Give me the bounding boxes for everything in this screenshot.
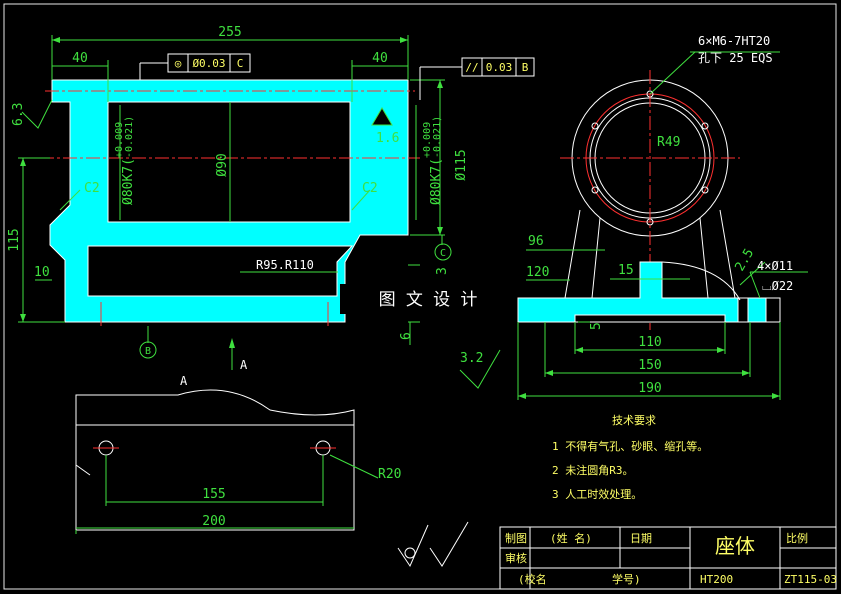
side-roughness-value: 3.2 — [460, 351, 483, 366]
dim-height: 115 — [7, 228, 22, 251]
dim-110: 110 — [638, 335, 661, 350]
base-relief — [574, 314, 726, 323]
dim-3: 3 — [435, 267, 450, 275]
tb-student-no: 学号) — [612, 572, 641, 586]
thread-note: 6×M6-7HT20 — [698, 34, 770, 48]
tb-drawn: 制图 — [505, 532, 527, 545]
dim-96: 96 — [528, 234, 544, 249]
note-1: 1 不得有气孔、砂眼、缩孔等。 — [552, 439, 708, 453]
bore-right-label: Ø80K7( — [429, 158, 444, 205]
parallelism-value: 0.03 — [486, 61, 513, 74]
datum-c-letter: C — [440, 248, 446, 259]
tb-drawing-no: ZT115-03 — [784, 573, 837, 586]
view-a-outline — [75, 389, 355, 531]
title-block — [499, 526, 837, 590]
thread-note-depth: 孔下 25 EQS — [698, 51, 773, 65]
roughness-general — [397, 521, 469, 568]
roughness-symbol-inner — [371, 107, 393, 126]
datum-b-circle — [139, 341, 157, 359]
tb-name: (姓 名) — [550, 531, 592, 545]
watermark-box — [340, 284, 515, 314]
notes-title: 技术要求 — [612, 414, 656, 427]
dim-right-offset: 40 — [372, 51, 388, 66]
chamfer-left: C2 — [84, 181, 100, 196]
dim-inner-diameter: Ø90 — [215, 153, 230, 176]
sheet-border — [3, 3, 837, 590]
coaxiality-symbol: ◎ — [175, 57, 182, 70]
counterbore-hole — [747, 297, 767, 323]
dim-150: 150 — [638, 358, 661, 373]
tb-part-name: 座体 — [715, 534, 755, 558]
side-view: 6×M6-7HT20 孔下 25 EQS R49 96 120 15 5 110… — [459, 34, 808, 400]
coaxiality-datum: C — [237, 57, 244, 70]
view-a: A 155 200 R20 — [75, 374, 401, 534]
bore-outline — [107, 101, 351, 223]
view-a-width: 200 — [202, 514, 225, 529]
side-dim-lines — [517, 51, 808, 400]
slope: 2.5 — [732, 246, 757, 274]
watermark: 图 文 设 计 — [379, 290, 478, 310]
parallelism-datum: B — [522, 61, 529, 74]
tb-checked: 审核 — [505, 551, 527, 565]
coaxiality-value: Ø0.03 — [192, 57, 225, 70]
dim-190: 190 — [638, 381, 661, 396]
view-a-hole-spacing: 155 — [202, 487, 225, 502]
view-a-radius: R20 — [378, 467, 401, 482]
counterbore-note: ⌴Ø22 — [762, 279, 793, 293]
roughness-inner-value: 1.6 — [376, 131, 399, 146]
chamfer-right: C2 — [362, 181, 378, 196]
tb-scale: 比例 — [786, 531, 808, 545]
dim-base-height: 10 — [34, 265, 50, 280]
support-legs — [564, 209, 736, 299]
datum-c-circle — [434, 243, 452, 261]
side-arrows — [518, 347, 780, 399]
front-view: 255 40 40 C2 C2 115 10 Ø90 Ø80K7( +0.009… — [7, 25, 535, 372]
tb-material: HT200 — [700, 573, 733, 586]
dim-6: 6 — [399, 332, 414, 340]
dim-left-offset: 40 — [72, 51, 88, 66]
dim-web-thickness: 15 — [618, 263, 634, 278]
tb-date: 日期 — [630, 532, 652, 545]
rib-curve — [661, 261, 741, 301]
roughness-symbol-left — [21, 99, 53, 129]
holes-note: 4×Ø11 — [757, 259, 793, 273]
fillet-radii: R95.R110 — [256, 258, 314, 272]
front-dim-lines — [18, 35, 445, 370]
front-arrows — [20, 37, 443, 348]
view-a-dim-lines — [75, 454, 379, 534]
bore-right-tol-upper: +0.009 — [422, 122, 433, 158]
bore-left-tol-lower: -0.021) — [124, 116, 135, 158]
dim-overall-length: 255 — [218, 25, 241, 40]
note-2: 2 未注圆角R3。 — [552, 463, 634, 477]
roughness-left-value: 6.3 — [11, 103, 26, 126]
bore-left-label: Ø80K7( — [121, 158, 136, 205]
parallelism-symbol: // — [465, 61, 478, 74]
bore-right-tol-lower: -0.021) — [432, 116, 443, 158]
note-3: 3 人工时效处理。 — [552, 487, 642, 501]
technical-notes: 技术要求 1 不得有气孔、砂眼、缩孔等。 2 未注圆角R3。 3 人工时效处理。 — [552, 414, 708, 501]
roughness-symbol-side — [459, 349, 501, 389]
tb-school: (校名 — [518, 572, 547, 586]
dim-outer-diameter: Ø115 — [454, 149, 469, 180]
datum-b-letter: B — [145, 346, 151, 357]
dim-120: 120 — [526, 265, 549, 280]
view-a-label: A — [180, 374, 188, 388]
side-radius: R49 — [657, 135, 680, 150]
dim-5: 5 — [589, 322, 604, 330]
section-mark-a: A — [240, 358, 248, 372]
bore-left-tol-upper: +0.009 — [114, 122, 125, 158]
